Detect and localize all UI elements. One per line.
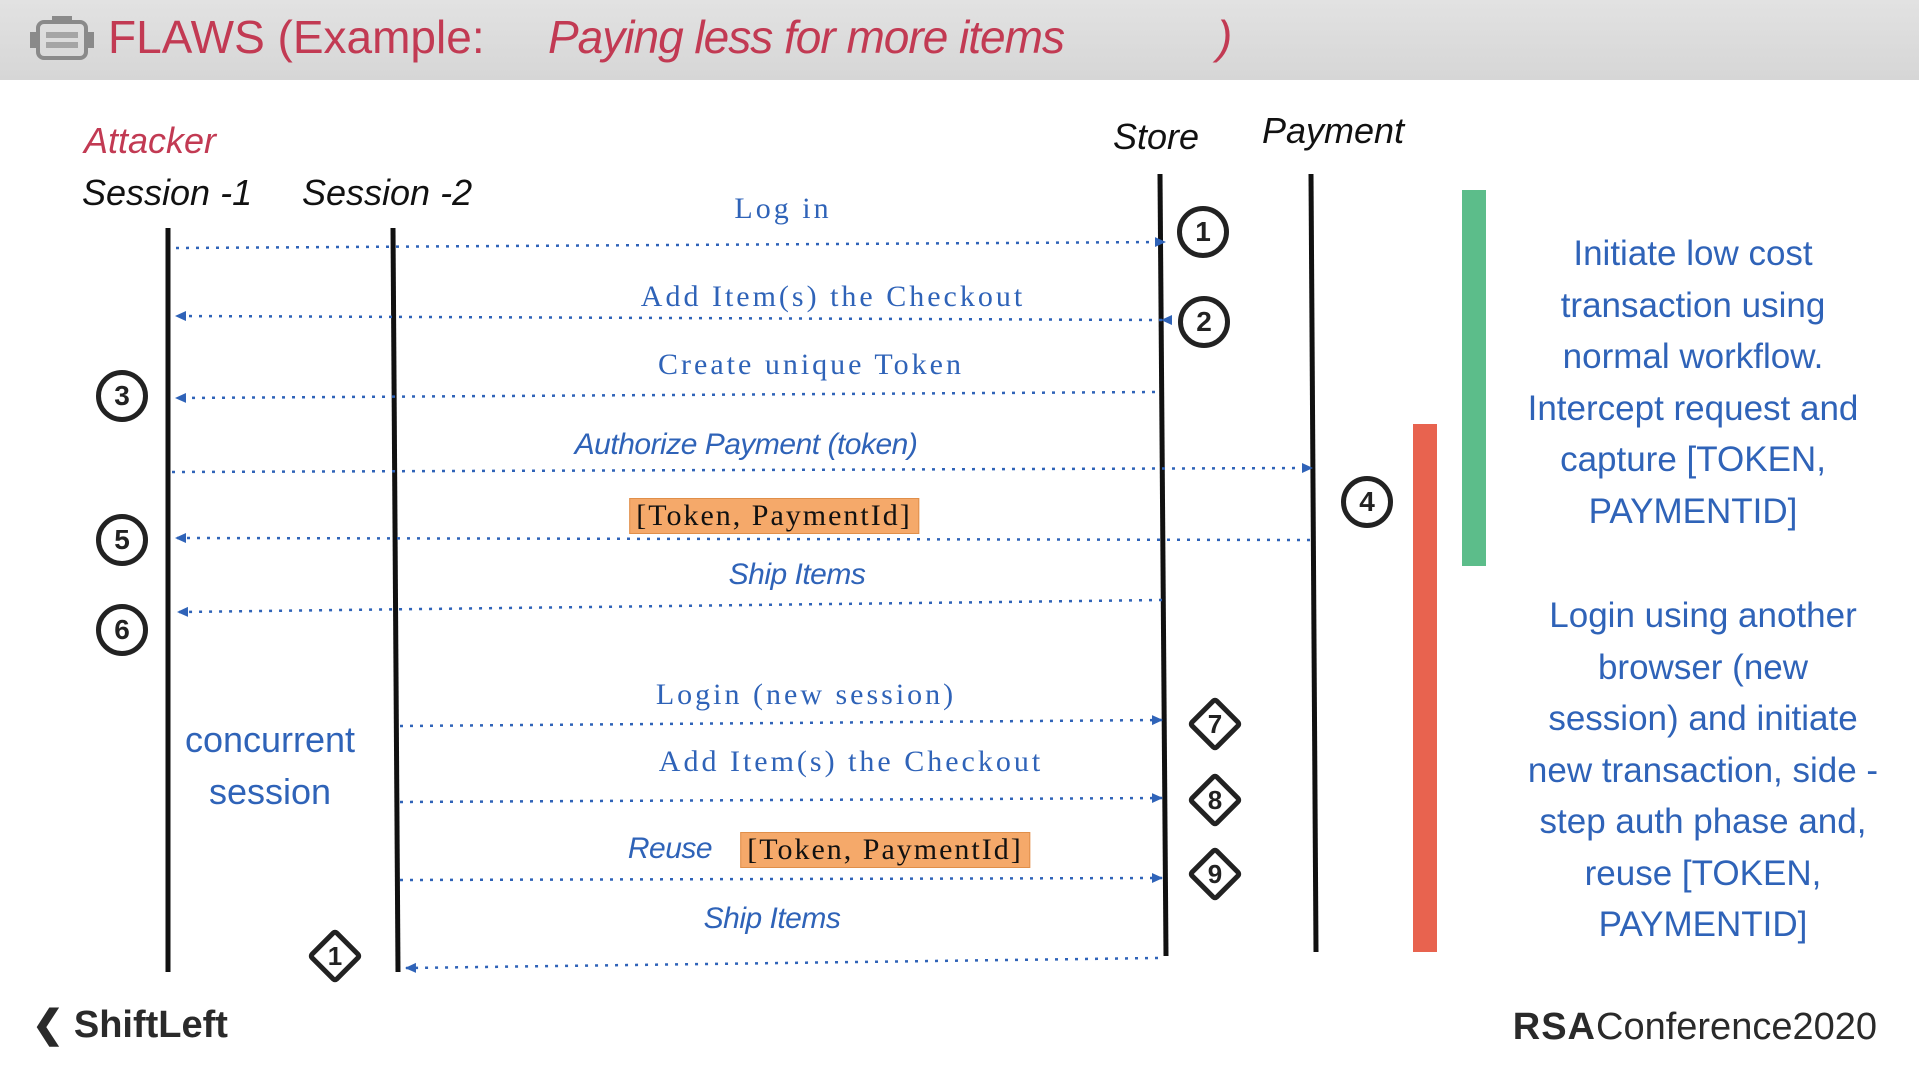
concurrent-line-1: concurrent <box>184 719 356 760</box>
slide-title-close: ) <box>1217 11 1233 63</box>
note-phase-2: Login using another browser (new session… <box>1518 590 1888 951</box>
lifeline-payment <box>1308 173 1319 953</box>
shiftleft-brand: ShiftLeft <box>73 1004 228 1046</box>
arrow-reuse-token <box>399 873 1163 884</box>
diamond-number: 9 <box>1207 859 1223 889</box>
diamond-number: 1 <box>327 941 343 971</box>
note-phase-1-line: Intercept request and <box>1527 388 1859 428</box>
note-phase-1-line: Initiate low cost <box>1573 234 1813 273</box>
lifeline-store <box>1157 173 1169 957</box>
note-phase-2-line: PAYMENTID] <box>1598 905 1808 944</box>
phase2-bar <box>1413 424 1437 952</box>
step-badge-4: 4 <box>1341 476 1393 528</box>
msg-add-items-2: Add Item(s) the Checkout <box>658 745 1044 778</box>
actor-store: Store <box>1113 116 1200 157</box>
msg-reuse-token-paymentid: [Token, PaymentId] <box>740 832 1030 868</box>
step-badge-6: 6 <box>96 604 148 656</box>
msg-ship-items-1: Ship Items <box>728 558 866 591</box>
step-badge-5: 5 <box>96 514 148 566</box>
arrow-add-items <box>175 311 1173 326</box>
arrow-login <box>175 237 1166 250</box>
actor-payment: Payment <box>1262 110 1405 151</box>
note-phase-1: Initiate low cost transaction using norm… <box>1508 228 1878 537</box>
msg-reuse: Reuse <box>627 832 713 865</box>
arrow-token-paymentid <box>175 533 1311 544</box>
note-phase-2-line: Login using another <box>1549 596 1857 635</box>
step-badge-1: 1 <box>1177 206 1229 258</box>
slide-title: FLAWS (Example: <box>108 11 485 63</box>
arrow-authorize-payment <box>171 463 1313 474</box>
note-phase-2-line: new transaction, side - <box>1527 750 1879 790</box>
msg-token-paymentid: [Token, PaymentId] <box>629 498 919 534</box>
note-phase-2-line: reuse [TOKEN, <box>1584 853 1822 893</box>
slide-example: Paying less for more items <box>548 11 1065 63</box>
arrow-ship-items-2 <box>405 956 1159 973</box>
shiftleft-chevron-icon: ❮ <box>32 1004 64 1046</box>
phase1-bar <box>1462 190 1486 566</box>
msg-add-items: Add Item(s) the Checkout <box>640 280 1026 313</box>
msg-authorize-payment: Authorize Payment (token) <box>574 428 918 461</box>
step-diamond-7: 7 <box>1185 694 1245 754</box>
note-phase-1-line: capture [TOKEN, <box>1560 440 1826 479</box>
step-diamond-10: 1 <box>305 926 365 986</box>
slide-header: FLAWS (Example: Paying less for more ite… <box>0 0 1919 80</box>
arrow-ship-items-1 <box>177 598 1163 617</box>
step-diamond-9: 9 <box>1185 844 1245 904</box>
step-badge-2: 2 <box>1178 296 1230 348</box>
engine-icon <box>30 16 94 60</box>
actor-attacker: Attacker <box>84 120 217 161</box>
msg-create-token: Create unique Token <box>658 348 964 381</box>
rsa-conference-text: Conference2020 <box>1596 1006 1877 1048</box>
actor-session-1: Session -1 <box>82 172 253 213</box>
note-phase-2-line: session) and initiate <box>1548 699 1858 738</box>
shiftleft-logo: ❮ShiftLeft <box>32 1002 228 1047</box>
note-phase-2-line: browser (new <box>1597 647 1809 687</box>
note-phase-1-line: PAYMENTID] <box>1588 491 1798 531</box>
msg-login: Log in <box>734 192 832 225</box>
actor-session-2: Session -2 <box>302 172 473 213</box>
arrow-add-items-2 <box>399 793 1163 804</box>
concurrent-session-label: concurrent session <box>170 714 370 818</box>
diamond-number: 8 <box>1207 785 1223 815</box>
arrow-create-token <box>175 390 1156 403</box>
rsa-brand: RSA <box>1512 1006 1596 1048</box>
diamond-number: 7 <box>1207 709 1223 739</box>
lifeline-session-2 <box>390 227 401 973</box>
note-phase-1-line: normal workflow. <box>1562 337 1824 376</box>
concurrent-line-2: session <box>208 771 332 812</box>
msg-ship-items-2: Ship Items <box>703 902 841 935</box>
arrow-login-new-session <box>399 715 1163 728</box>
rsa-conference-logo: RSAConference2020 <box>1513 1006 1877 1049</box>
note-phase-1-line: transaction using <box>1560 285 1826 325</box>
msg-login-new-session: Login (new session) <box>655 678 957 711</box>
note-phase-2-line: step auth phase and, <box>1539 802 1867 841</box>
step-diamond-8: 8 <box>1185 770 1245 830</box>
step-badge-3: 3 <box>96 370 148 422</box>
